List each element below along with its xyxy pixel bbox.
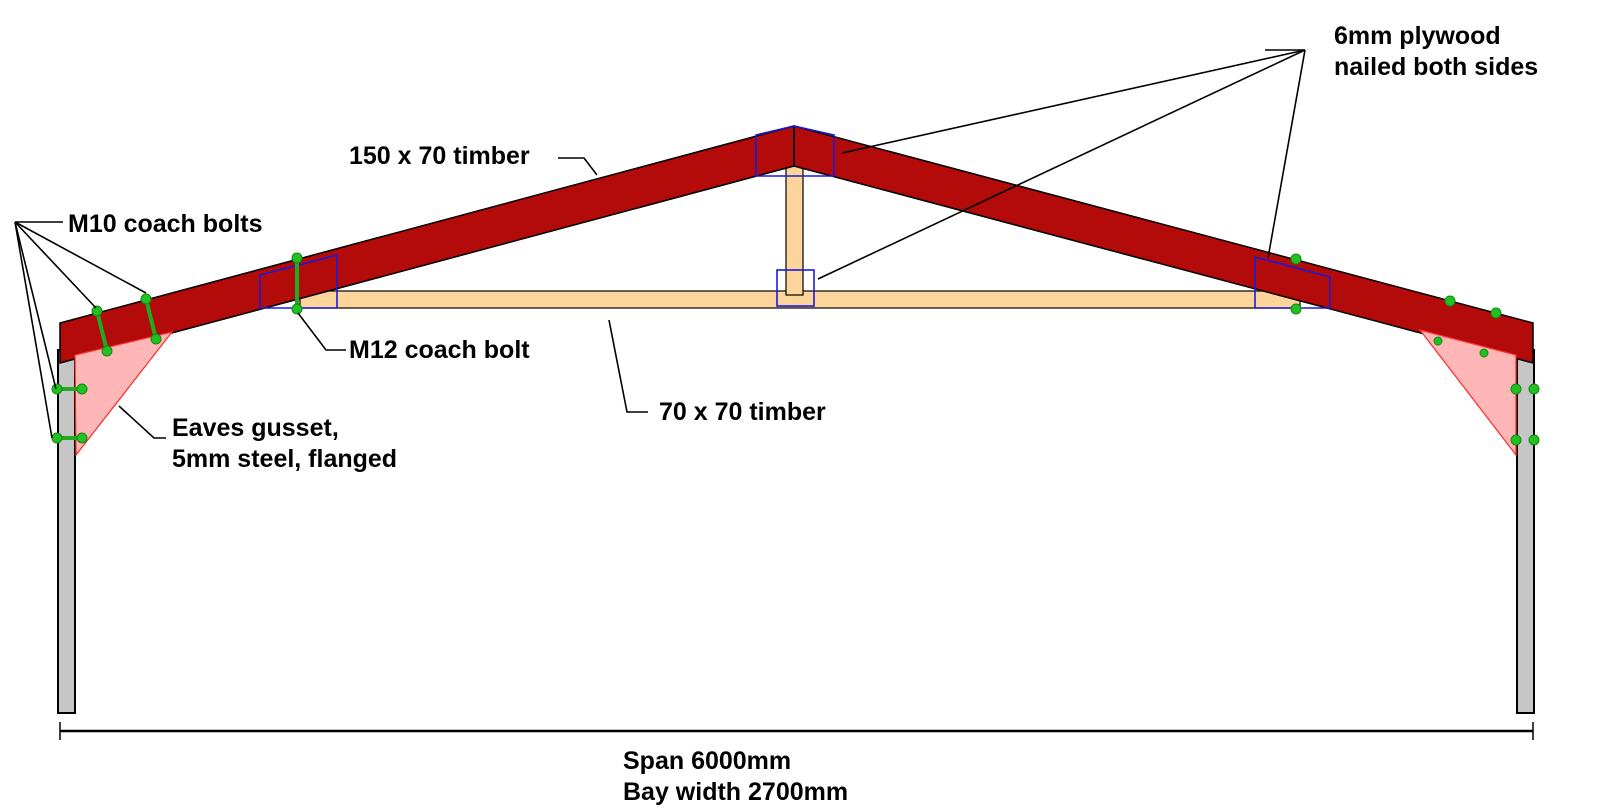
plywood-label-line1: 6mm plywood	[1334, 22, 1501, 50]
m10-bolt-rafter-1	[91, 305, 113, 357]
span-label: Span 6000mm	[623, 747, 791, 775]
plywood-gusset-left	[259, 253, 338, 309]
right-post	[1516, 349, 1535, 714]
rafter-timber-label: 150 x 70 timber	[349, 142, 530, 170]
right-rafter	[793, 125, 1534, 364]
gusset-label-line1: Eaves gusset,	[172, 414, 339, 442]
leader-m12-bolt	[297, 312, 346, 351]
leader-rafter-timber	[558, 157, 598, 176]
plywood-gusset-center	[776, 269, 815, 307]
king-post	[785, 164, 804, 296]
m12-bolt-right	[1290, 253, 1302, 315]
leader-eaves-gusset	[118, 405, 166, 439]
eaves-gusset-left	[74, 331, 174, 457]
leader-tie-timber	[608, 319, 648, 413]
plywood-gusset-right	[1254, 255, 1331, 309]
plywood-gusset-ridge	[755, 125, 835, 177]
leader-plywood	[817, 49, 1306, 280]
plywood-label-line2: nailed both sides	[1334, 53, 1538, 81]
leader-m10-bolts	[14, 221, 147, 439]
m10-bolt-rafter-2	[140, 293, 162, 345]
eaves-gusset-right	[1418, 328, 1517, 457]
m10-bolts-right	[1433, 295, 1540, 446]
gusset-label-line2: 5mm steel, flanged	[172, 445, 397, 473]
bay-width-label: Bay width 2700mm	[623, 778, 848, 806]
m12-bolt-label: M12 coach bolt	[349, 336, 530, 364]
left-post	[57, 349, 76, 714]
m10-bolts-label: M10 coach bolts	[68, 210, 263, 238]
m12-bolt-left	[291, 252, 303, 315]
m10-bolt-post-1	[51, 383, 88, 395]
tie-timber-label: 70 x 70 timber	[659, 398, 826, 426]
span-dimension-line	[59, 722, 1534, 740]
